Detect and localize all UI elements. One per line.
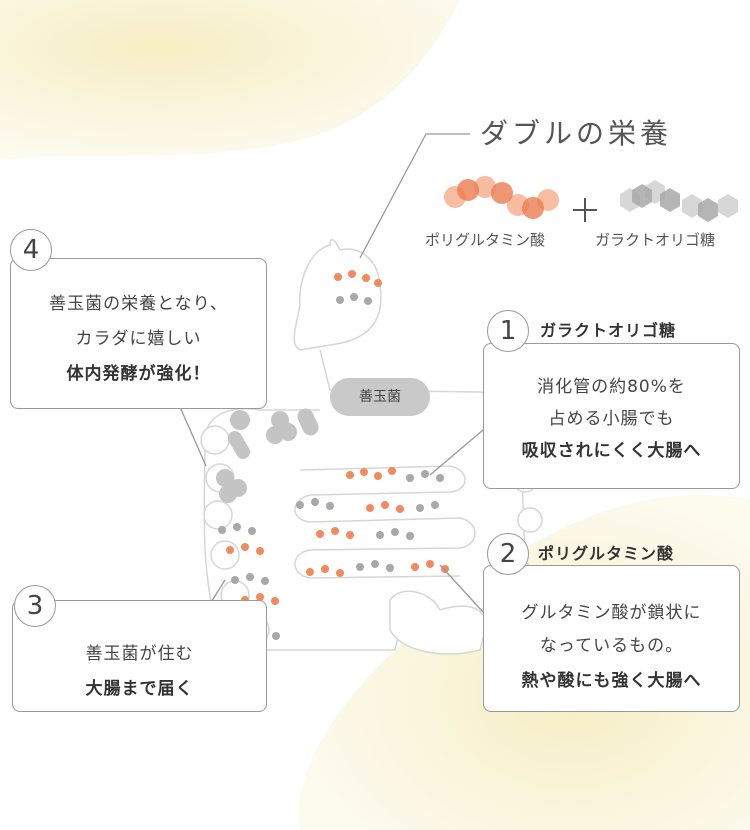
callout-2-line-2: なっているもの。 (539, 636, 684, 656)
callout-2: グルタミン酸が鎖状に なっているもの。 熱や酸にも強く大腸へ (483, 565, 740, 712)
callout-3-line-1: 善玉菌が住む (85, 644, 194, 664)
callout-4-line-1: 善玉菌の栄養となり、 (49, 294, 228, 314)
callout-3: 善玉菌が住む 大腸まで届く (12, 600, 267, 712)
callout-2-tag: ポリグルタミン酸 (538, 544, 675, 563)
callout-1-tag: ガラクトオリゴ糖 (540, 321, 677, 340)
molecule-chains (218, 270, 449, 640)
callout-4-number: 4 (10, 229, 52, 271)
callout-1-line-3: 吸収されにくく大腸へ (521, 441, 702, 461)
plus-icon (573, 198, 597, 222)
polyglutamic-acid-icon (444, 176, 559, 219)
callout-3-number: 3 (14, 585, 56, 627)
galactooligosaccharide-label: ガラクトオリゴ糖 (595, 231, 716, 249)
callout-2-line-3: 熱や酸にも強く大腸へ (521, 671, 702, 691)
callout-1-line-2: 占める小腸でも (548, 409, 675, 429)
callout-1-number: 1 (487, 310, 529, 352)
yellow-blob-top (0, 0, 460, 160)
galactooligosaccharide-icon (620, 180, 738, 222)
polyglutamic-acid-label: ポリグルタミン酸 (425, 231, 546, 249)
callout-4-line-2: カラダに嬉しい (75, 329, 202, 349)
callout-1: 消化管の約80%を 占める小腸でも 吸収されにくく大腸へ (483, 343, 740, 489)
callout-4: 善玉菌の栄養となり、 カラダに嬉しい 体内発酵が強化！ (10, 258, 267, 409)
good-bacteria-bubble: 善玉菌 (330, 378, 430, 416)
good-bacteria-shapes (216, 408, 319, 503)
callout-2-number: 2 (487, 533, 529, 575)
callout-1-line-1: 消化管の約80%を (537, 377, 686, 397)
callout-4-line-3: 体内発酵が強化！ (66, 364, 211, 384)
page-title: ダブルの栄養 (480, 117, 673, 150)
callout-2-line-1: グルタミン酸が鎖状に (521, 603, 702, 623)
callout-3-line-2: 大腸まで届く (85, 679, 194, 699)
